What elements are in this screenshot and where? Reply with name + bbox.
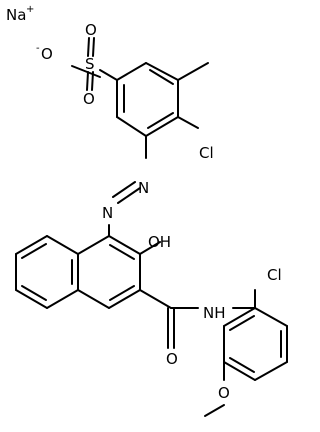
bond [87, 37, 90, 57]
oxygen-top-label: O [85, 21, 97, 39]
chlorine-upper-label: Cl [199, 144, 214, 162]
bond [145, 116, 179, 137]
amide-oxygen-label: O [166, 350, 178, 368]
bond [46, 235, 79, 255]
sulfur-label: S [85, 55, 95, 73]
bond [117, 187, 141, 204]
bond [149, 69, 174, 85]
bond [92, 37, 95, 57]
bond [71, 65, 101, 78]
bond [21, 243, 47, 259]
chlorine-lower-label: Cl [267, 266, 282, 284]
hydroxyl-label: OH [148, 233, 171, 251]
bond [223, 361, 256, 381]
bond [77, 235, 110, 255]
sodium-charge: + [26, 4, 34, 15]
oxygen-anion-label: O [41, 45, 53, 63]
bond [254, 361, 288, 381]
bond [116, 62, 147, 81]
bond [15, 235, 48, 255]
oxygen-bottom-label: O [83, 90, 95, 108]
nitrogen-upper-label: N [138, 179, 149, 197]
bond [46, 289, 79, 309]
sodium-label: Na [6, 6, 26, 24]
bond [116, 116, 147, 137]
bond [204, 404, 225, 417]
oxygen-charge: - [36, 43, 40, 54]
bond [108, 235, 141, 255]
bond [109, 244, 135, 260]
amide-nh-label: NH [203, 304, 226, 322]
bond [86, 71, 89, 91]
bond [139, 289, 172, 309]
bond [223, 307, 256, 327]
bond [177, 62, 209, 81]
bond [99, 69, 118, 81]
bond [91, 71, 94, 91]
bond [229, 315, 255, 331]
bond [109, 285, 135, 301]
methoxy-oxygen-label: O [218, 384, 230, 402]
bond [112, 181, 136, 198]
bond [177, 116, 199, 129]
bond [15, 289, 48, 309]
bond-lines [15, 37, 288, 417]
bond [254, 307, 288, 327]
bond [21, 285, 47, 301]
bond [147, 112, 174, 129]
bond [77, 289, 110, 309]
bond [229, 357, 255, 373]
bond [145, 62, 179, 81]
bond [108, 289, 141, 309]
atom-labels: Na + - O S O O Cl N N OH NH O Cl O [6, 4, 282, 402]
bond [139, 241, 161, 255]
nitrogen-lower-label: N [102, 204, 113, 222]
